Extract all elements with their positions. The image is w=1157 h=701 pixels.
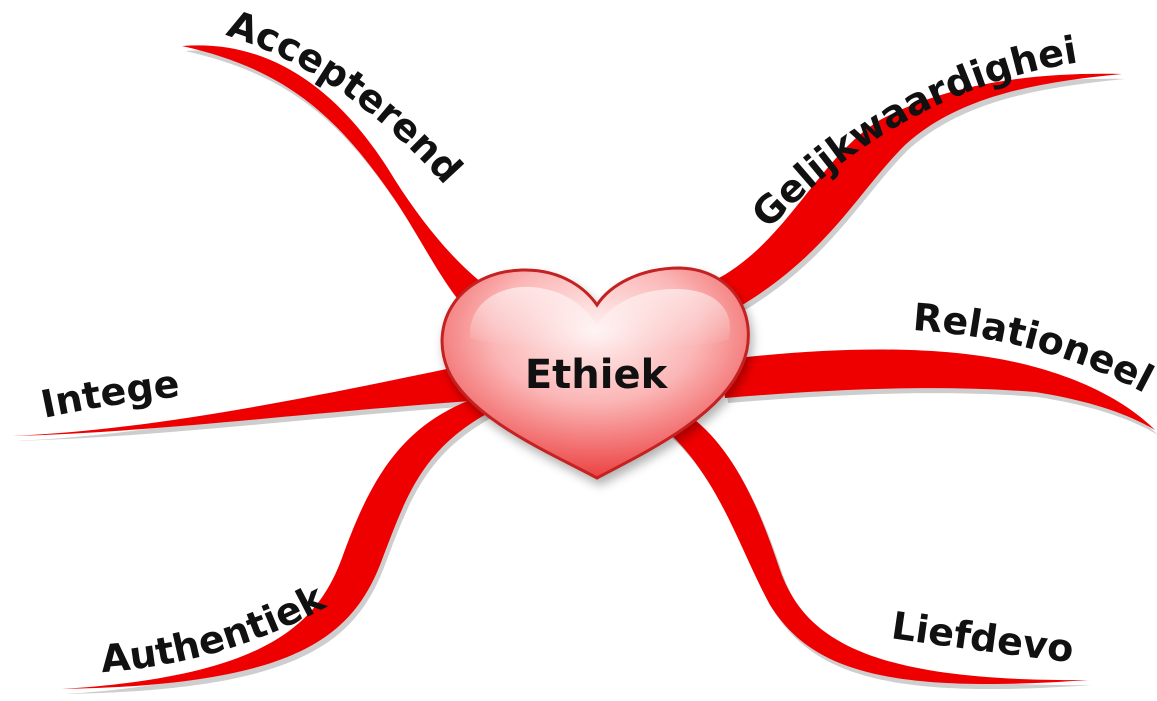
- label-gelijkwaardigheid: Gelijkwaardigheid: [0, 0, 1080, 236]
- label-accepterend: Accepterend: [222, 2, 471, 192]
- branch-accepterend: [182, 45, 510, 318]
- branch-relationeel: [720, 349, 1155, 430]
- label-authentiek: Authentiek: [99, 575, 332, 681]
- label-integer: Integer: [0, 0, 182, 427]
- center-label: Ethiek: [525, 352, 669, 398]
- branch-integer: [12, 362, 485, 436]
- branch-gelijkwaardigheid: [705, 73, 1122, 315]
- branch-authentiek: [62, 400, 490, 689]
- branches: [12, 45, 1155, 689]
- branch-liefdevol: [668, 416, 1088, 685]
- heart-icon: [440, 266, 750, 480]
